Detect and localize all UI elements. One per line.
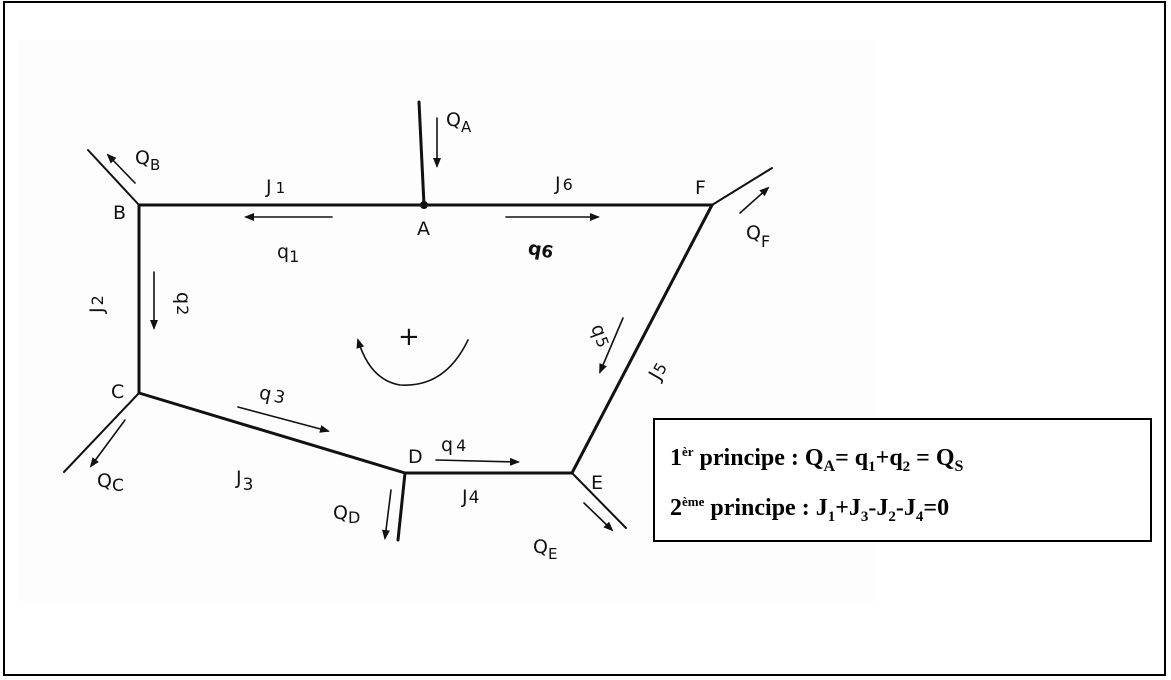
second-principle: 2ème principe : J1+J3-J2-J4=0: [670, 494, 950, 525]
node-label-f: F: [695, 177, 706, 199]
label-q1: q1: [277, 241, 299, 266]
arrow-qf: [739, 186, 770, 214]
label-j3: J3: [235, 467, 253, 495]
label-j5: J5: [644, 358, 672, 384]
label-qc: QC: [97, 470, 124, 496]
branch-d: [396, 471, 407, 542]
pipe-ef: [570, 203, 714, 475]
branch-b: [87, 149, 140, 206]
label-j4: J4: [461, 486, 479, 508]
label-qb: QB: [135, 147, 160, 174]
label-qa: QA: [446, 109, 472, 136]
label-qf: QF: [746, 222, 770, 251]
label-qd: QD: [333, 502, 360, 527]
loop-direction-arrow: [356, 338, 469, 386]
branch-a: [417, 100, 426, 207]
label-q2: q2: [172, 292, 194, 315]
pipe-cd: [137, 391, 407, 475]
loop-sign: +: [398, 322, 420, 352]
first-principle: 1èr principe : QA= q1+q2 = QS: [670, 444, 964, 475]
node-label-d: D: [408, 446, 423, 468]
arrow-qe: [583, 502, 614, 532]
label-qe: QE: [533, 536, 557, 563]
arrow-qb: [106, 153, 136, 184]
arrow-q4: [435, 457, 520, 466]
arrow-q5: [599, 317, 624, 374]
label-q3: q3: [257, 382, 287, 409]
node-label-a: A: [417, 218, 430, 240]
branch-e: [571, 472, 627, 529]
arrow-qd: [382, 489, 392, 540]
label-j2: J2: [86, 295, 108, 314]
arrow-q3: [237, 406, 330, 433]
label-q6: q6: [526, 237, 555, 263]
node-label-c: C: [111, 381, 124, 403]
branch-c: [63, 392, 140, 473]
arrow-qc: [89, 419, 126, 468]
branch-f: [711, 167, 773, 206]
page-frame: [3, 1, 1166, 676]
principles-box: 1èr principe : QA= q1+q2 = QS 2ème princ…: [653, 418, 1152, 542]
node-label-e: E: [591, 472, 603, 494]
node-label-b: B: [113, 202, 126, 224]
